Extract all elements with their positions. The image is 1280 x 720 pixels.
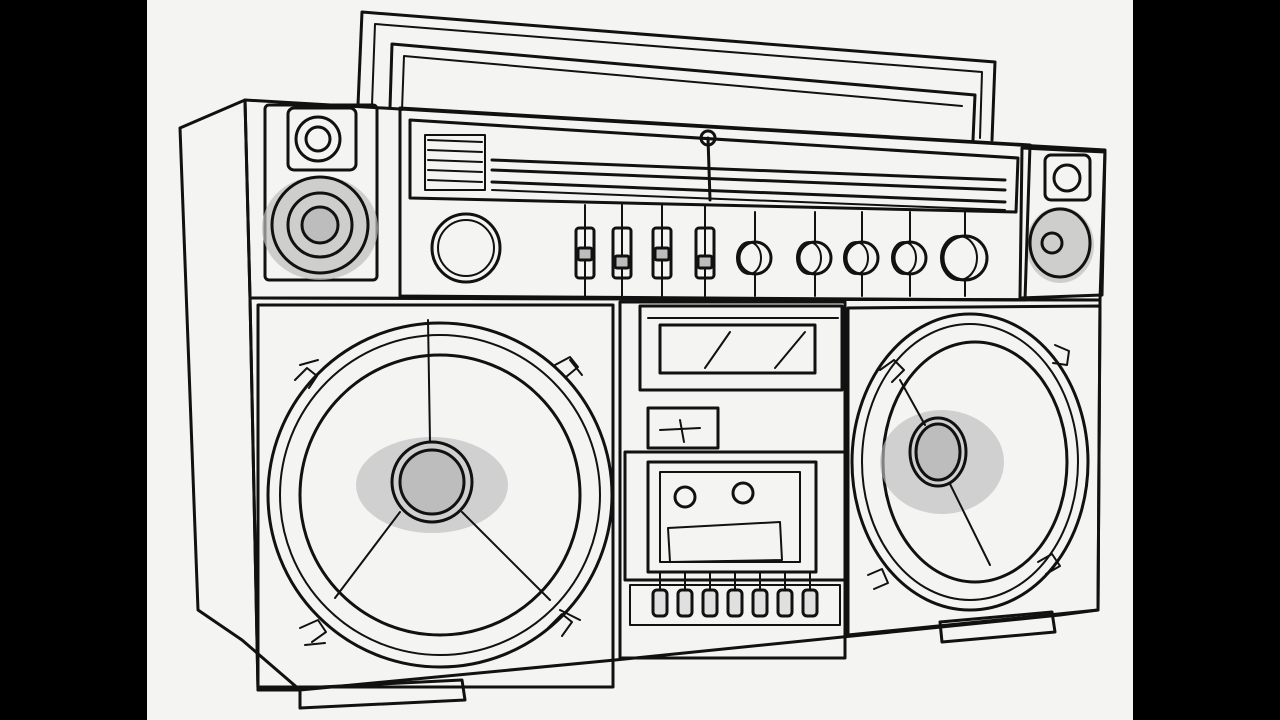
- deck-button: [701, 571, 719, 618]
- tuning-scale: [490, 129, 1007, 211]
- eq-slider: [694, 204, 716, 297]
- deck-button: [676, 571, 694, 618]
- boombox-drawing: [178, 10, 1107, 710]
- control-knob: [796, 211, 833, 297]
- eq-slider: [611, 204, 633, 297]
- woofer-left: [256, 303, 615, 689]
- eq-slider: [651, 204, 673, 297]
- deck-button: [776, 571, 794, 618]
- slider-group: [574, 204, 716, 297]
- woofer-right: [846, 304, 1102, 637]
- deck-button: [651, 571, 669, 618]
- knob-group: [736, 211, 989, 297]
- control-knob: [736, 211, 773, 297]
- deck-button: [801, 571, 819, 618]
- control-knob: [843, 211, 880, 297]
- carry-handle: [356, 10, 997, 142]
- control-knob: [940, 211, 989, 297]
- control-knob: [891, 211, 928, 297]
- eq-slider: [574, 204, 596, 297]
- drawing-canvas: [147, 0, 1133, 720]
- tweeter-right: [1018, 146, 1107, 300]
- radio-panel: [398, 106, 1032, 302]
- deck-button: [751, 571, 769, 618]
- deck-button-row: [651, 571, 819, 618]
- tuning-knob: [430, 212, 502, 284]
- radio-grille: [424, 134, 486, 191]
- tweeter-left: [262, 103, 379, 282]
- cassette-deck: [618, 300, 847, 660]
- deck-button: [726, 571, 744, 618]
